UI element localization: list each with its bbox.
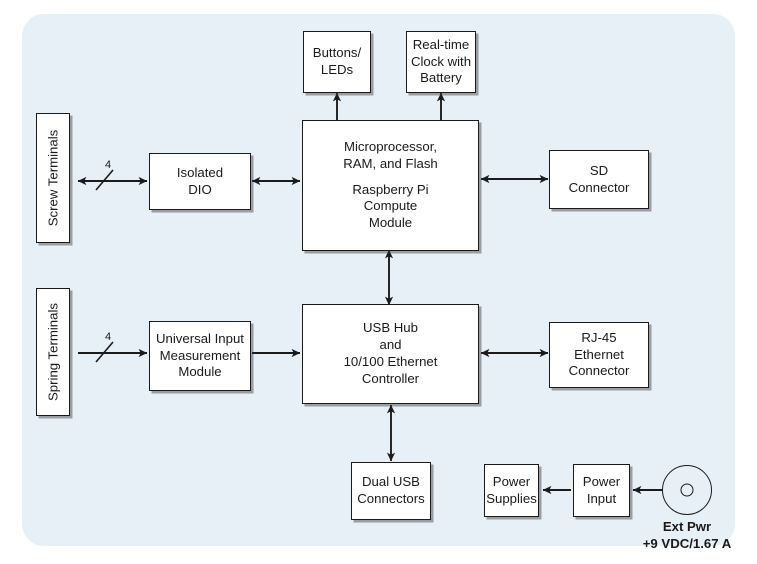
ext-power-jack-inner-icon: [680, 483, 694, 497]
buttons-leds-line1: Buttons/: [312, 45, 362, 61]
usbhub-line1: USB Hub: [363, 320, 418, 336]
spring-terminals-block[interactable]: Spring Terminals: [36, 288, 70, 416]
micro-line2: RAM, and Flash: [343, 155, 438, 171]
rj45-line3: Connector: [568, 363, 630, 379]
sd-line2: Connector: [568, 179, 630, 195]
uim-line1: Universal Input: [156, 330, 244, 346]
micro-line5: Module: [368, 215, 413, 231]
micro-line1: Microprocessor,: [343, 138, 438, 154]
usbhub-line2: and: [379, 337, 402, 353]
ext-power-caption: Ext Pwr +9 VDC/1.67 A: [617, 518, 757, 552]
micro-spacer: [343, 173, 438, 182]
universal-input-module-block[interactable]: Universal Input Measurement Module: [149, 321, 251, 391]
uim-line2: Measurement: [159, 347, 241, 363]
screw-terminals-label: Screw Terminals: [45, 129, 61, 227]
buttons-leds-block[interactable]: Buttons/ LEDs: [303, 31, 371, 93]
usb-hub-ethernet-block[interactable]: USB Hub and 10/100 Ethernet Controller: [302, 304, 479, 404]
rj45-line1: RJ-45: [581, 329, 617, 345]
ext-power-jack-icon: [662, 465, 712, 515]
realtime-clock-block[interactable]: Real-time Clock with Battery: [406, 31, 476, 93]
dio-line1: Isolated: [176, 164, 224, 180]
power-supplies-block[interactable]: Power Supplies: [484, 464, 539, 517]
bus-width-label-spring: 4: [105, 331, 112, 343]
spring-terminals-label: Spring Terminals: [45, 303, 61, 401]
powersupplies-line1: Power: [492, 473, 531, 489]
rj45-connector-block[interactable]: RJ-45 Ethernet Connector: [549, 322, 649, 388]
screw-terminals-block[interactable]: Screw Terminals: [36, 113, 70, 243]
powersupplies-line2: Supplies: [486, 490, 537, 506]
power-input-block[interactable]: Power Input: [573, 464, 630, 517]
dualusb-line1: Dual USB: [362, 474, 420, 490]
rtc-line2: Clock with: [410, 53, 472, 69]
sd-line1: SD: [589, 162, 609, 178]
usbhub-line3: 10/100 Ethernet: [343, 354, 438, 369]
micro-line4: Compute: [363, 198, 418, 214]
micro-line3: Raspberry Pi: [352, 181, 429, 197]
extpwr-line1: Ext Pwr: [662, 519, 712, 534]
dualusb-line2: Connectors: [357, 491, 425, 506]
diagram-canvas: [22, 14, 735, 546]
powerinput-line2: Input: [586, 490, 617, 506]
dio-line2: DIO: [188, 181, 212, 197]
isolated-dio-block[interactable]: Isolated DIO: [149, 153, 251, 210]
rtc-line1: Real-time: [412, 36, 470, 52]
sd-connector-block[interactable]: SD Connector: [549, 150, 649, 209]
usbhub-line4: Controller: [361, 370, 420, 386]
buttons-leds-line2: LEDs: [320, 62, 354, 77]
bus-width-label-screw: 4: [105, 159, 112, 171]
microprocessor-block[interactable]: Microprocessor, RAM, and Flash Raspberry…: [302, 120, 479, 251]
uim-line3: Module: [178, 364, 222, 380]
rj45-line2: Ethernet: [574, 346, 624, 362]
powerinput-line1: Power: [582, 473, 621, 489]
rtc-line3: Battery: [420, 70, 462, 86]
dual-usb-connectors-block[interactable]: Dual USB Connectors: [351, 462, 431, 520]
extpwr-line2: +9 VDC/1.67 A: [642, 536, 732, 552]
